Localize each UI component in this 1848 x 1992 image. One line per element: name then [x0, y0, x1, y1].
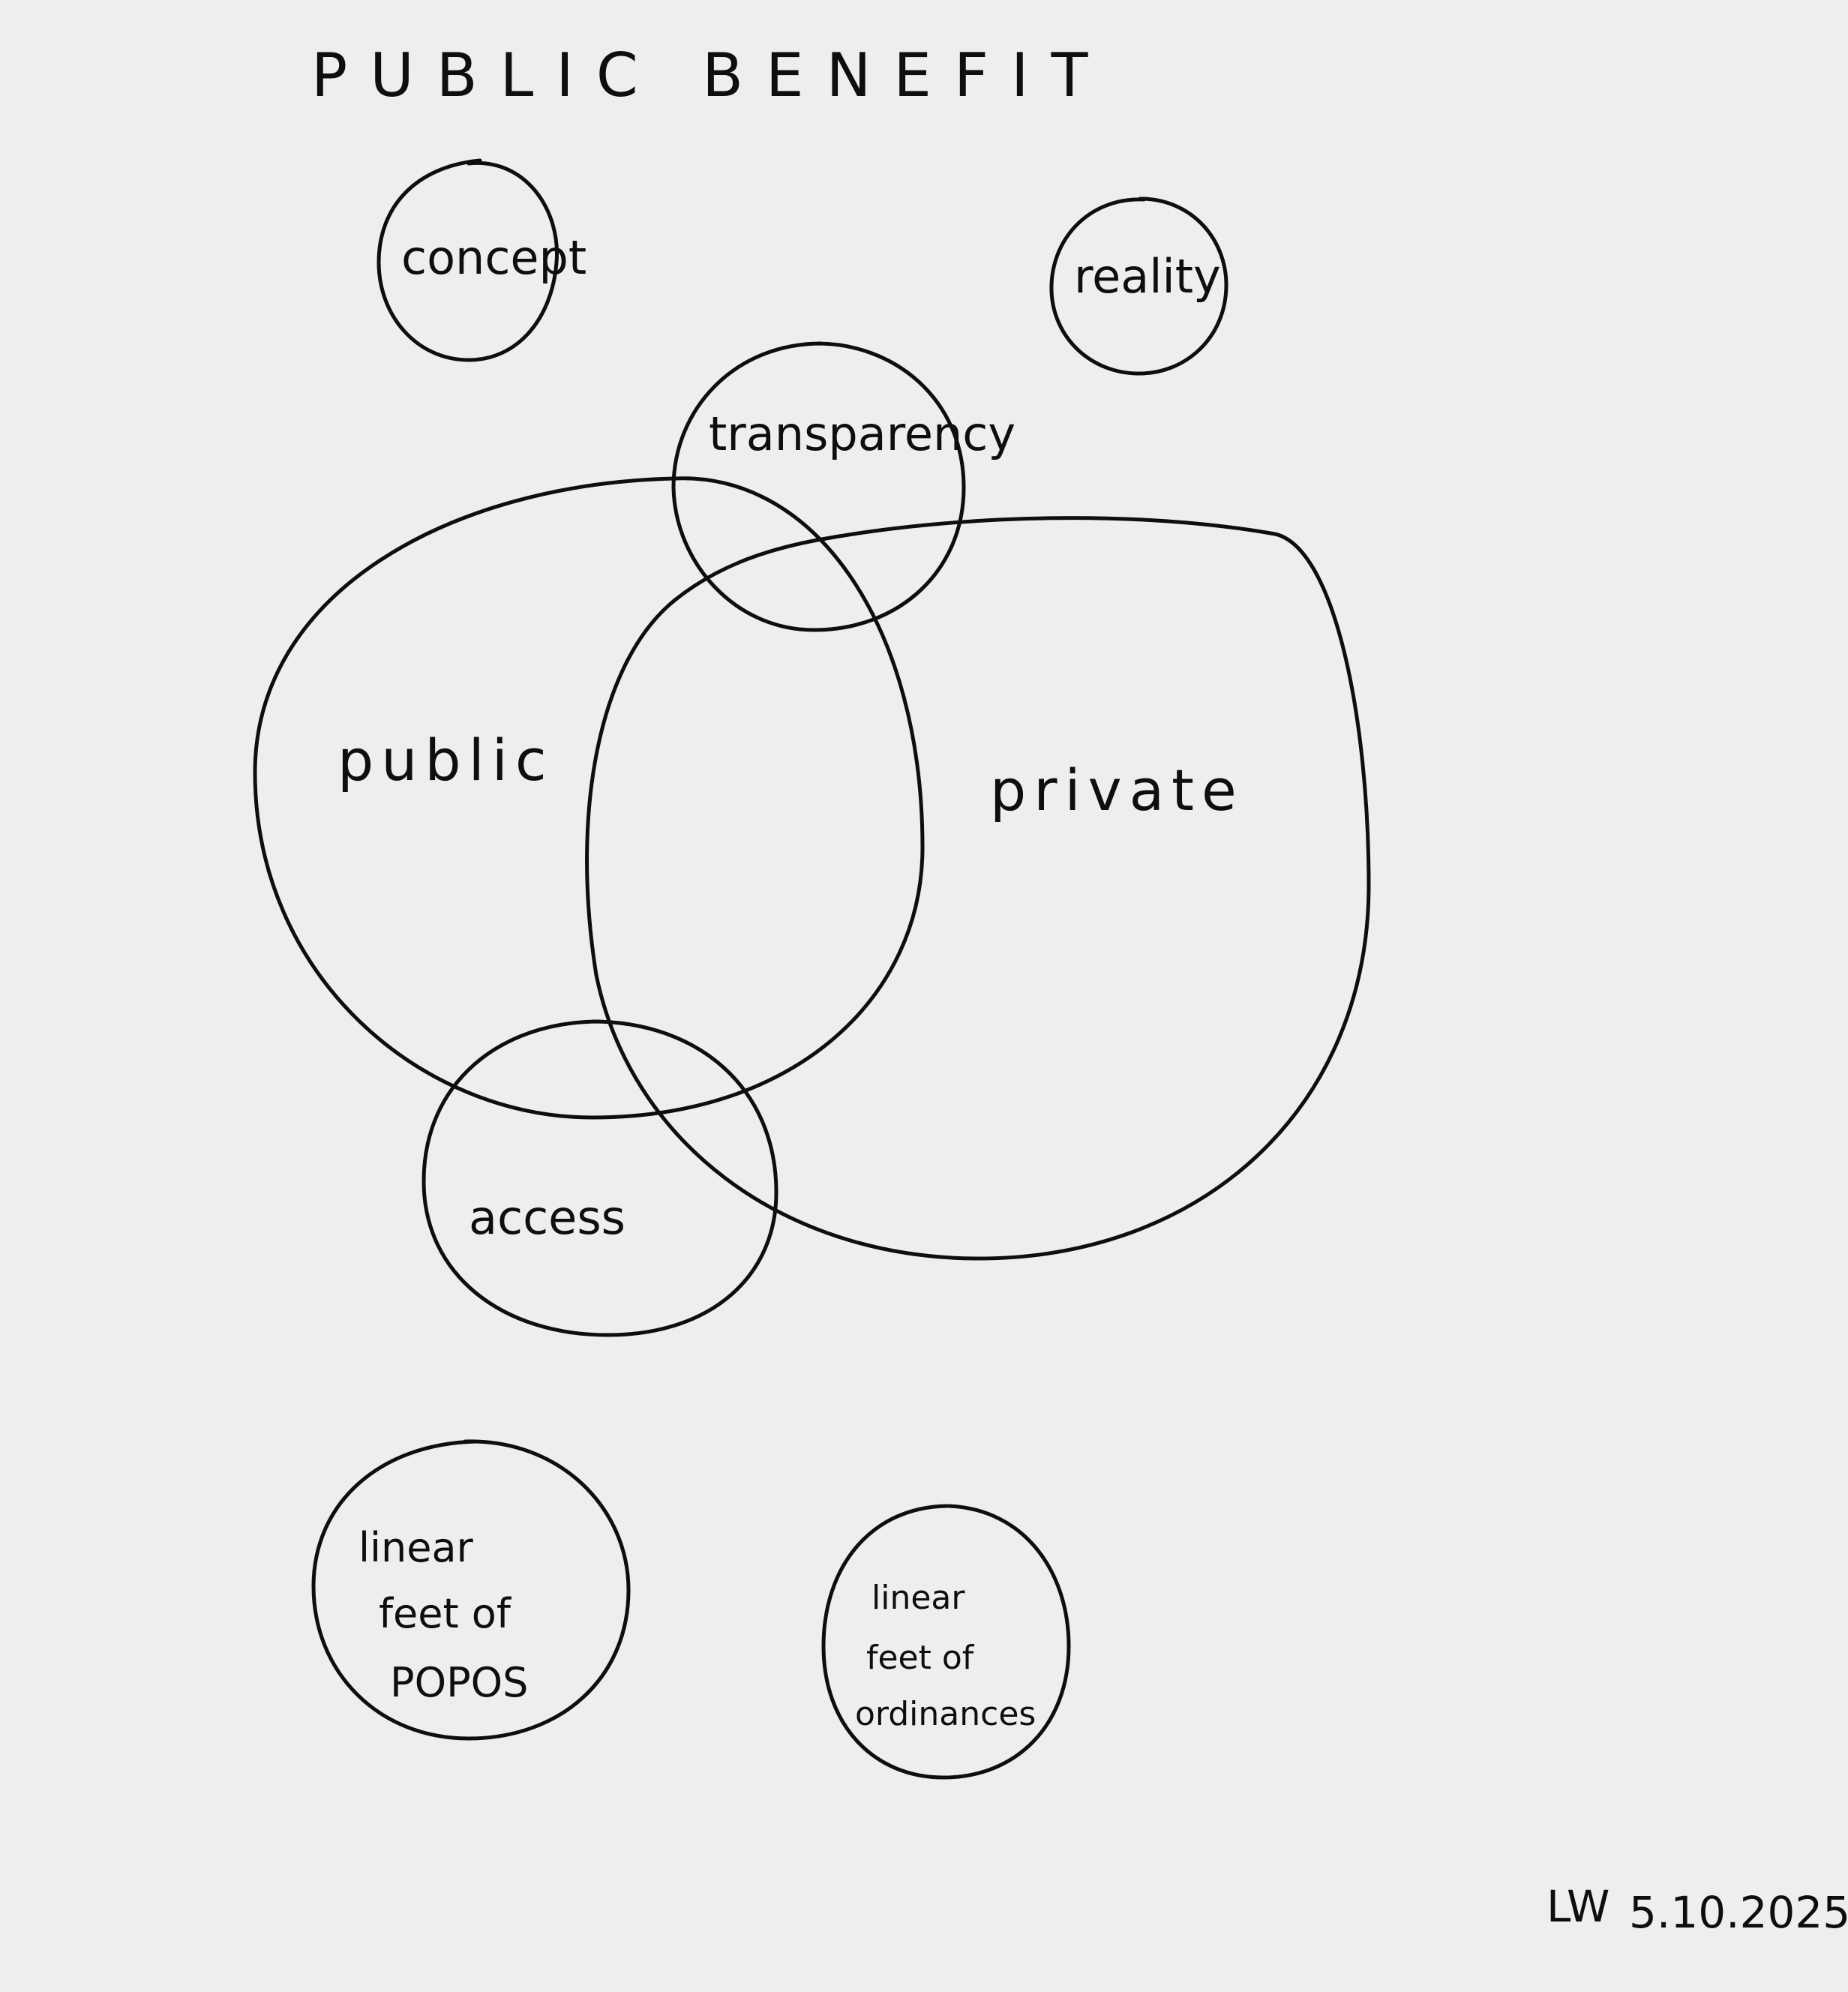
popos-circle [311, 1439, 631, 1741]
diagram-title: PUBLIC BENEFIT [311, 40, 1110, 110]
signature-initials: LW [1546, 1881, 1610, 1932]
reality-label: reality [1074, 249, 1221, 304]
public-label: public [338, 727, 554, 794]
concept-label: concept [401, 230, 586, 285]
transparency-circle [671, 341, 966, 632]
popos-label-line-3: POPOS [390, 1659, 528, 1706]
ordinances-label-line-1: linear [872, 1579, 965, 1617]
private-label: private [990, 757, 1244, 824]
transparency-label: transparency [709, 406, 1016, 461]
access-label: access [469, 1190, 626, 1245]
ordinances-label-line-3: ordinances [855, 1695, 1036, 1733]
concept-circle [376, 158, 559, 362]
public-circle [253, 476, 925, 1120]
popos-label-line-2: feet of [379, 1590, 512, 1637]
ordinances-label-line-2: feet of [866, 1639, 975, 1677]
private-circle [585, 516, 1371, 1261]
access-circle [422, 1019, 778, 1337]
signature-date: 5.10.2025 [1629, 1887, 1848, 1938]
ordinances-circle [821, 1504, 1071, 1780]
reality-circle [1049, 196, 1228, 376]
popos-label-line-1: linear [358, 1524, 474, 1571]
